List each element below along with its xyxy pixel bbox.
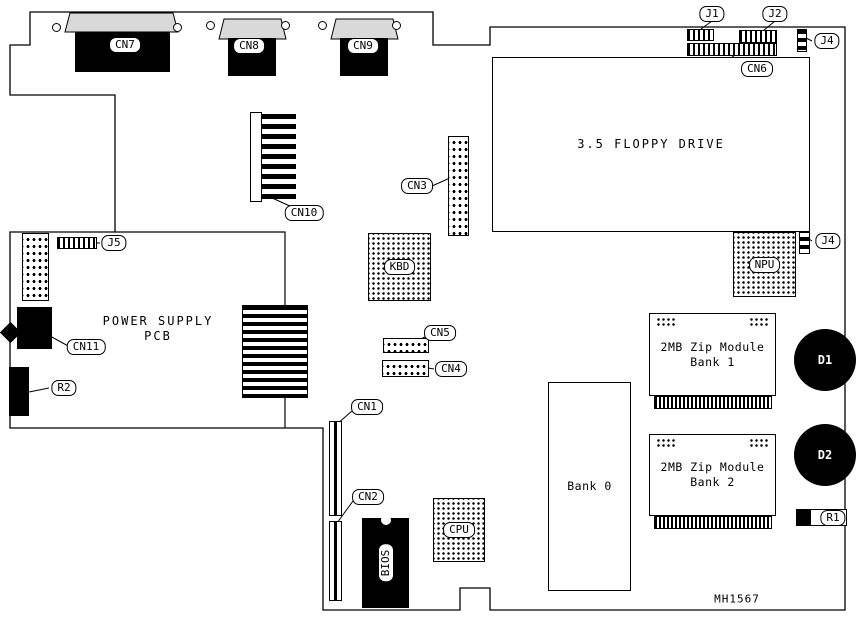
j4-top-label: J4 [814, 33, 840, 49]
d2-component: D2 [794, 424, 856, 486]
j5-jumper [57, 237, 97, 249]
zip-module-bank2: 2MB Zip Module Bank 2 [649, 434, 776, 516]
zip2-corner-pins [656, 438, 676, 448]
cn6-label: CN6 [741, 61, 773, 77]
zip-module-bank1: 2MB Zip Module Bank 1 [649, 313, 776, 396]
cn2-label: CN2 [352, 489, 384, 505]
cpu-chip: CPU [433, 498, 485, 562]
zip1-corner-pins [656, 317, 676, 327]
cn10-rail [250, 112, 262, 202]
bios-label: BIOS [377, 543, 394, 583]
zip1-corner-pins [749, 317, 769, 327]
zip2-label-line1: 2MB Zip Module [660, 460, 765, 474]
j1-jumper [687, 29, 714, 41]
cn10-connector [250, 112, 298, 202]
zip1-socket [654, 396, 772, 409]
cn7-shield [64, 12, 179, 33]
screw-hole [206, 21, 215, 30]
bank0-label: Bank 0 [567, 479, 612, 493]
zip2-socket [654, 516, 772, 529]
cn11-connector [17, 307, 52, 349]
zip2-corner-pins [749, 438, 769, 448]
power-supply-label-line2: PCB [144, 329, 172, 343]
cn1-slot [329, 421, 342, 516]
cn5-header [383, 338, 429, 353]
r1-label: R1 [820, 510, 846, 526]
j1-label: J1 [699, 6, 725, 22]
screw-hole [318, 21, 327, 30]
cpu-label: CPU [443, 522, 475, 538]
zip1-label-line2: Bank 1 [690, 354, 735, 369]
j2-jumper [739, 30, 777, 43]
cn9-label: CN9 [347, 38, 379, 54]
npu-chip: NPU [733, 232, 796, 297]
cn9-shield [330, 18, 399, 40]
cn10-label: CN10 [284, 205, 324, 221]
floppy-drive-region: 3.5 FLOPPY DRIVE [492, 57, 810, 232]
cn6-connector [687, 43, 777, 56]
cn4-label: CN4 [435, 361, 467, 377]
j5-label: J5 [101, 235, 127, 251]
d1-component: D1 [794, 329, 856, 391]
cn10-pins [262, 114, 296, 200]
board-outline [9, 11, 846, 611]
r2-component [9, 367, 29, 416]
kbd-chip: KBD [368, 233, 431, 301]
screw-hole [52, 23, 61, 32]
j2-label: J2 [762, 6, 788, 22]
cn5-label: CN5 [424, 325, 456, 341]
zip1-label-line1: 2MB Zip Module [660, 339, 765, 354]
power-supply-edge-connector [242, 305, 308, 398]
d1-label: D1 [817, 353, 833, 367]
bios-notch [380, 515, 391, 525]
r1-cap [797, 510, 811, 525]
floppy-drive-label: 3.5 FLOPPY DRIVE [577, 137, 725, 151]
screw-hole [392, 21, 401, 30]
r2-label: R2 [51, 380, 77, 396]
power-pin-header [22, 233, 49, 301]
cn8-shield [218, 18, 287, 40]
power-supply-label-line1: POWER SUPPLY [102, 314, 214, 328]
npu-label: NPU [748, 256, 781, 273]
j4-right-label: J4 [815, 233, 841, 249]
cn7-label: CN7 [109, 37, 141, 53]
kbd-label: KBD [383, 259, 416, 275]
cn11-label: CN11 [66, 339, 106, 355]
zip2-label-line2: Bank 2 [690, 475, 735, 489]
bank0-region: Bank 0 [548, 382, 631, 591]
screw-hole [173, 23, 182, 32]
cn3-header [448, 136, 469, 236]
cn3-label: CN3 [401, 178, 433, 194]
cn1-label: CN1 [351, 399, 383, 415]
bios-chip: BIOS [362, 515, 409, 608]
part-number: MH1567 [714, 592, 760, 606]
d2-label: D2 [817, 448, 833, 462]
cn4-header [382, 360, 429, 377]
cn2-slot [329, 521, 342, 601]
screw-hole [281, 21, 290, 30]
cn8-label: CN8 [233, 38, 265, 54]
j4-top-jumper [797, 29, 807, 52]
